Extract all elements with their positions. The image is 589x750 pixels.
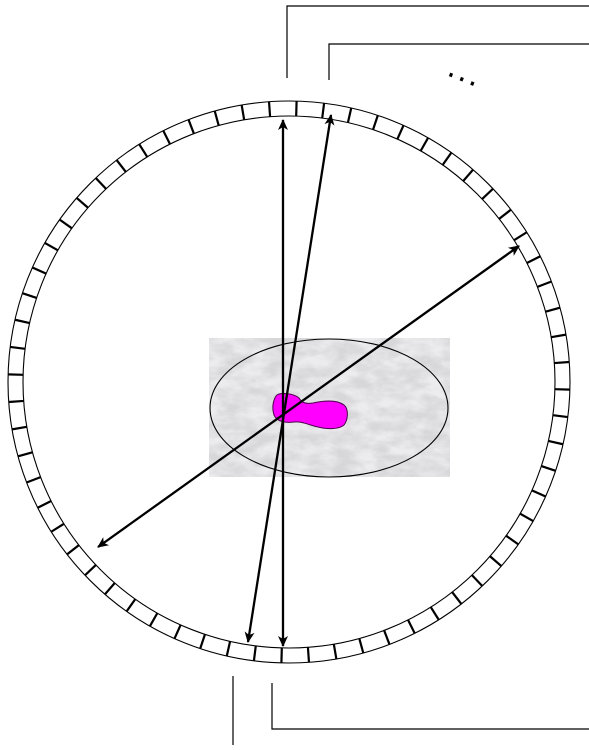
detector-segment-tick — [9, 401, 24, 402]
detector-segment-tick — [348, 108, 351, 123]
detector-segment-tick — [472, 575, 482, 586]
detector-segment-tick — [384, 630, 389, 644]
detector-segment-tick — [421, 138, 428, 151]
detector-segment-tick — [408, 620, 415, 633]
detector-segment-tick — [443, 153, 452, 165]
detector-segment-tick — [139, 144, 147, 157]
detector-segment-tick — [150, 613, 157, 626]
detector-segment-tick — [254, 646, 256, 661]
detector-segment-tick — [117, 160, 126, 172]
detector-segment-tick — [527, 256, 540, 263]
detector-segment-tick — [452, 592, 461, 604]
detector-segment-tick — [269, 102, 270, 117]
detector-segment-tick — [242, 105, 245, 120]
detector-segment-tick — [10, 347, 25, 349]
detector-segment-tick — [397, 125, 403, 139]
detector-segment-tick — [227, 641, 230, 656]
detector-segment-tick — [463, 170, 473, 181]
detector-segment-tick — [541, 466, 555, 471]
detector-segment-tick — [18, 452, 32, 456]
detector-segment-tick — [553, 415, 568, 417]
detector-segment-tick — [520, 514, 533, 521]
detector-segment-tick — [215, 111, 219, 125]
detector-segment-tick — [51, 524, 64, 532]
detector-segment-tick — [22, 293, 36, 298]
detector-segment-tick — [359, 639, 363, 653]
detector-segment-tick — [105, 583, 115, 594]
phantom — [209, 338, 450, 477]
detector-segment-tick — [127, 599, 136, 611]
detector-segment-tick — [67, 545, 79, 554]
detector-segment-tick — [308, 647, 309, 662]
detector-segment-tick — [532, 490, 546, 496]
lor-diagonal — [98, 246, 519, 547]
detector-segment-tick — [490, 556, 501, 566]
detector-segment-tick — [45, 243, 58, 250]
detector-segment-tick — [546, 308, 560, 312]
detector-segment-tick — [322, 103, 324, 118]
detector-segment-tick — [27, 477, 41, 482]
detector-segment-tick — [482, 189, 493, 199]
detector-segment-tick — [506, 536, 518, 545]
detector-segment-tick — [175, 625, 181, 639]
detector-segment-tick — [32, 268, 46, 274]
detector-segment-tick — [200, 634, 205, 648]
detector-segment-tick — [12, 427, 27, 430]
wire-bottom-right — [272, 683, 589, 729]
detector-segment-tick — [38, 501, 51, 508]
detector-segment-tick — [163, 131, 170, 144]
detector-segment-tick — [15, 320, 30, 323]
detector-segment-tick — [85, 565, 96, 575]
detector-segment-tick — [373, 115, 378, 129]
detector-segment-tick — [96, 178, 106, 189]
detector-segment-tick — [189, 120, 194, 134]
detector-segment-tick — [514, 232, 527, 240]
detector-segment-tick — [551, 335, 566, 338]
wire-top-outer — [287, 6, 589, 78]
detector-segment-tick — [554, 362, 569, 363]
detector-segment-tick — [334, 644, 337, 659]
detector-segment-tick — [499, 210, 511, 219]
detector-segment-tick — [537, 282, 551, 287]
detector-segment-tick — [60, 220, 72, 229]
detector-segment-tick — [431, 607, 439, 620]
detector-segment-tick — [77, 198, 88, 208]
detector-segment-tick — [548, 441, 563, 444]
